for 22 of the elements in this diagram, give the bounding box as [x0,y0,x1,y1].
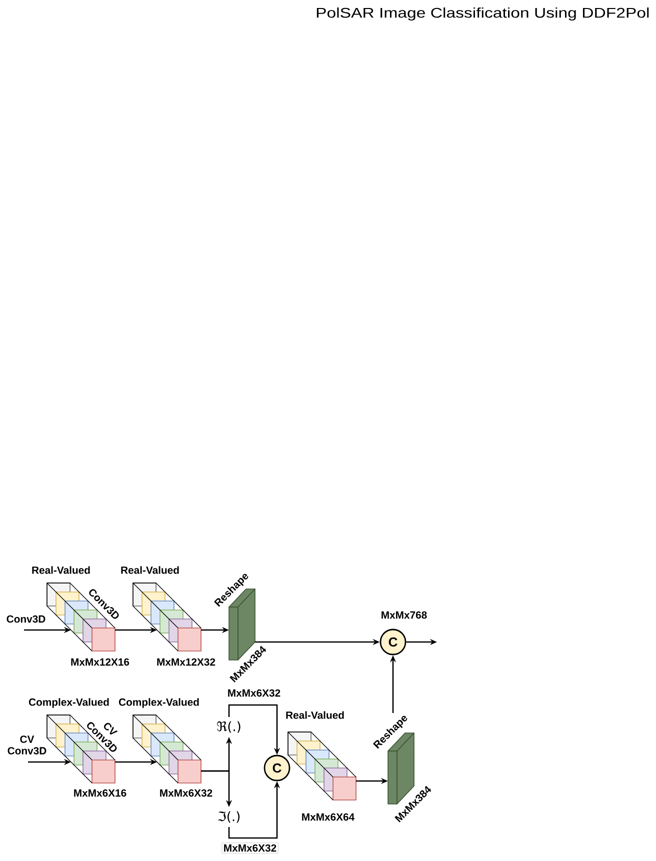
layer-label: Complex-Valued [28,698,109,708]
dimension-label: MxMx6X64 [302,813,355,821]
function-label: ℑ(.) [218,811,240,823]
feature-map-stack [46,714,116,784]
edge-label: MxMx6X32 [222,842,278,854]
layer-label: Real-Valued [32,566,90,574]
edge-label: Conv3D [6,615,46,623]
dimension-label: MxMx12X32 [157,658,216,666]
dimension-label: MxMx768 [382,611,427,619]
running-header: PolSAR Image Classification Using DDF2Pol [316,7,649,21]
layer-label: Real-Valued [286,711,344,719]
layer-label: Real-Valued [121,566,179,574]
edge-label: MxMx6X32 [228,689,280,697]
feature-map-stack [132,582,202,652]
dimension-label: MxMx12X16 [71,658,130,666]
feature-map-stack [288,732,356,800]
dimension-label: MxMx6X16 [74,789,126,797]
edge-label: CV Conv3D [8,736,46,754]
layer-label: Complex-Valued [118,698,199,708]
feature-map-stack [132,714,202,784]
function-label: ℜ(.) [217,721,240,733]
dimension-label: MxMx6X32 [160,789,212,797]
